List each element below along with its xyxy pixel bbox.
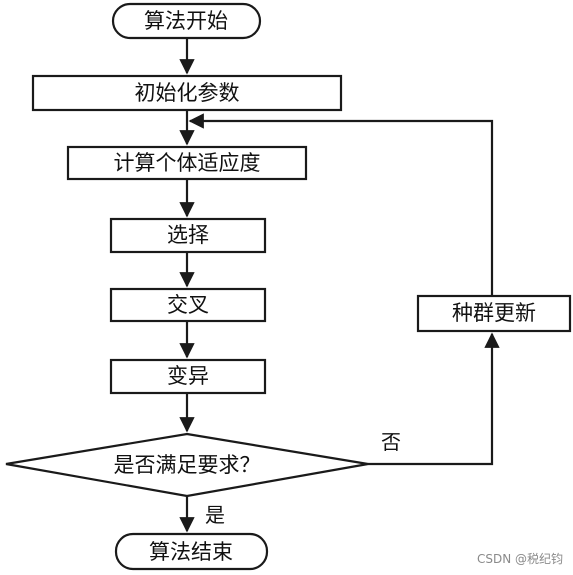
update-node: 种群更新: [416, 294, 572, 333]
end-node: 算法结束: [114, 532, 269, 571]
mutation-node: 变异: [109, 358, 267, 395]
edge-label-yes: 是: [205, 503, 225, 527]
update-node-label: 种群更新: [452, 301, 536, 325]
edge-update-to-fitness-loop: [188, 113, 494, 296]
end-node-label: 算法结束: [149, 540, 233, 564]
edge-label-no: 否: [381, 430, 401, 454]
crossover-node: 交叉: [109, 287, 267, 323]
mutation-node-label: 变异: [167, 364, 209, 388]
fitness-node: 计算个体适应度: [66, 145, 308, 181]
crossover-node-label: 交叉: [167, 293, 209, 317]
start-node-label: 算法开始: [144, 9, 228, 33]
select-node-label: 选择: [167, 223, 209, 247]
start-node: 算法开始: [111, 2, 262, 40]
edge-check-to-update: [368, 332, 500, 466]
check-decision-label: 是否满足要求？: [114, 453, 261, 477]
init-node-label: 初始化参数: [135, 81, 240, 105]
check-decision-node: 是否满足要求？: [5, 432, 369, 498]
select-node: 选择: [109, 217, 267, 254]
watermark: CSDN @税纪钧: [476, 552, 563, 566]
init-node: 初始化参数: [31, 74, 343, 112]
fitness-node-label: 计算个体适应度: [114, 151, 261, 175]
